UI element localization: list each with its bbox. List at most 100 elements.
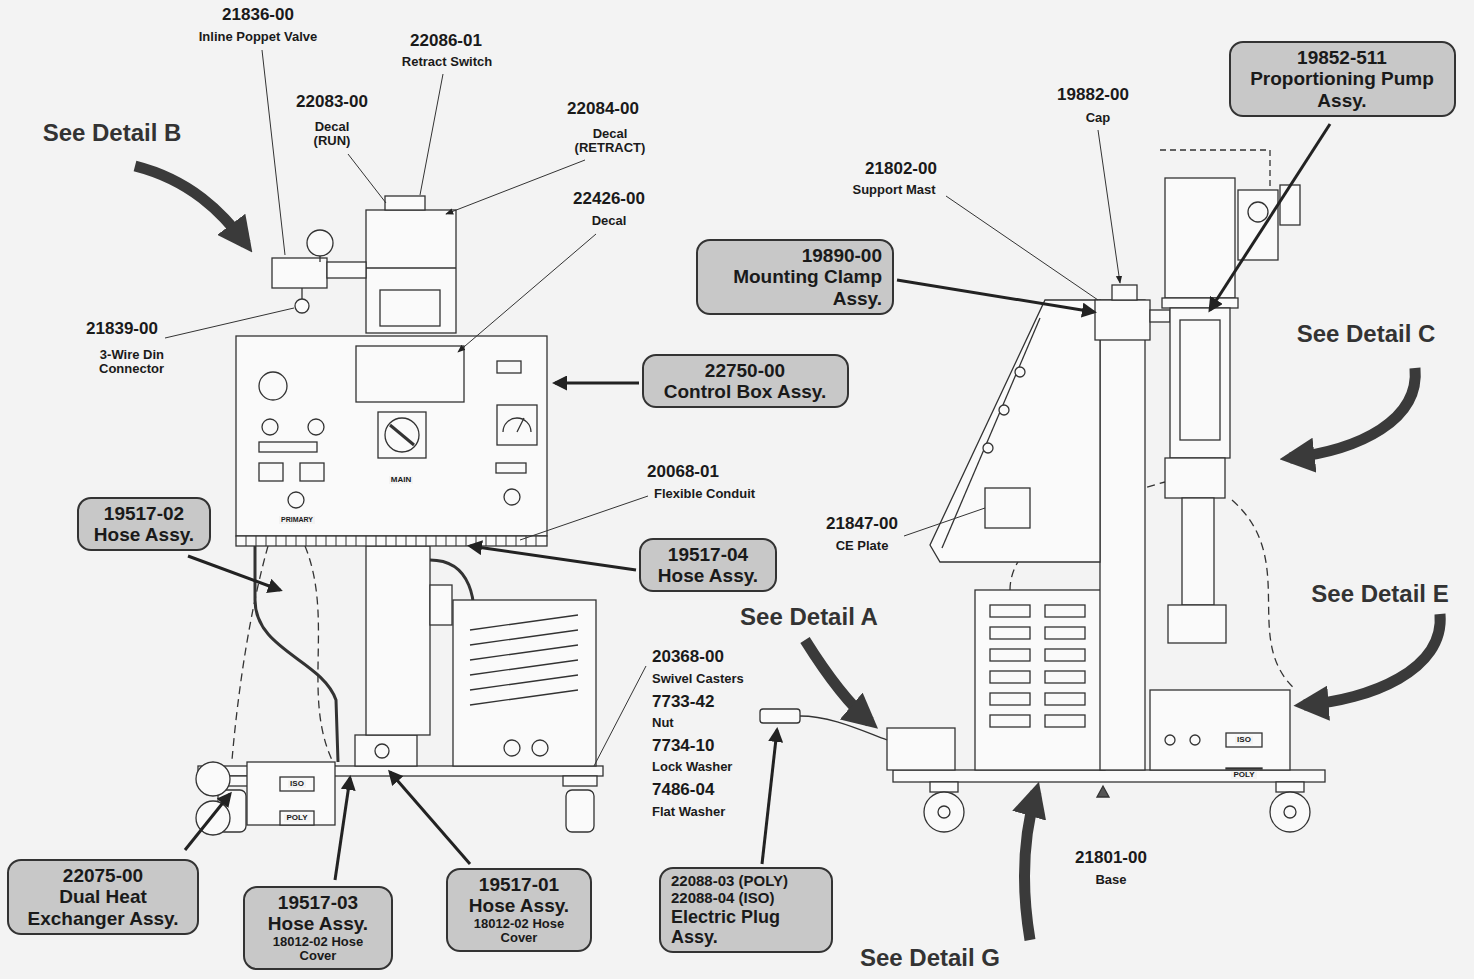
detail-callout: See Detail B: [41, 120, 184, 146]
part-number: 7734-10: [650, 737, 716, 756]
bracket: [1150, 310, 1170, 322]
callout-arrow: [897, 280, 1094, 312]
part-name: Lock Washer: [650, 760, 734, 774]
hour-meter: [497, 361, 521, 373]
heat-exchanger-box: [247, 762, 335, 825]
part-name: Nut: [650, 716, 676, 730]
leader-line: [420, 74, 443, 195]
switch-handle: [390, 425, 414, 445]
part-name: CE Plate: [834, 539, 891, 553]
callout-box: 19517-02Hose Assy.: [77, 497, 211, 552]
hose: [1232, 500, 1296, 690]
cable: [800, 716, 887, 740]
base-marker: [1097, 786, 1109, 797]
base-plate: [893, 770, 1325, 782]
pump-housing: [366, 210, 456, 333]
part-number: 22426-00: [571, 190, 647, 209]
part-number: 21839-00: [84, 320, 160, 339]
part-name: Flexible Conduit: [652, 487, 757, 501]
callout-box: 19517-04Hose Assy.: [639, 538, 777, 593]
louver: [1045, 605, 1085, 617]
pump-block: [1165, 458, 1225, 498]
part-name: 22088-04 (ISO): [671, 890, 821, 907]
part-number: 7486-04: [650, 781, 716, 800]
part-number: 19852-511: [1241, 47, 1444, 68]
push-button: [308, 419, 324, 435]
pump-window: [1180, 320, 1220, 440]
emergency-stop: [259, 372, 287, 400]
front-view: [196, 196, 603, 835]
din-connector: [295, 299, 309, 313]
part-name: 18012-02 Hose Cover: [458, 917, 580, 946]
label-plate: [280, 777, 314, 791]
part-name: Decal (RUN): [304, 120, 360, 149]
detail-arrow: [1304, 614, 1440, 705]
pump-body: [1170, 308, 1230, 458]
knob: [999, 405, 1009, 415]
callout-arrow: [390, 772, 470, 864]
filter: [430, 585, 452, 625]
detail-callout: See Detail E: [1309, 581, 1450, 607]
connector-stem: [301, 288, 302, 299]
part-number: 19517-01: [458, 874, 580, 895]
callout-box: 19852-511Proportioning Pump Assy.: [1229, 41, 1456, 117]
part-name: Cap: [1084, 111, 1113, 125]
cap: [1112, 285, 1137, 300]
part-number: 22075-00: [19, 865, 187, 886]
louvers: [470, 615, 578, 705]
part-name: Flat Washer: [650, 805, 727, 819]
push-button: [504, 489, 520, 505]
part-number: 22750-00: [654, 360, 837, 381]
housing-seam: [366, 267, 456, 268]
louver: [1045, 693, 1085, 705]
part-number: 22083-00: [294, 93, 370, 112]
callout-box: 19517-01Hose Assy.18012-02 Hose Cover: [446, 868, 592, 952]
caster-wheel: [566, 790, 594, 832]
panel-label: MAIN: [389, 476, 413, 485]
louver: [990, 649, 1030, 661]
housing-window: [380, 290, 440, 326]
fitting: [1165, 735, 1175, 745]
detail-arrow: [1290, 368, 1415, 458]
part-number: 22086-01: [408, 32, 484, 51]
detail-callout: See Detail C: [1295, 321, 1438, 347]
transformer-box: [975, 590, 1105, 770]
label-plate: [259, 442, 317, 452]
caster-hub: [938, 806, 950, 818]
callout-arrow: [335, 778, 350, 880]
fitting: [375, 744, 389, 758]
mounting-clamp: [1095, 300, 1150, 340]
part-name: 3-Wire Din Connector: [66, 348, 166, 377]
part-number: 21836-00: [220, 6, 296, 25]
louver: [1045, 627, 1085, 639]
fitting: [1190, 735, 1200, 745]
part-name: Retract Switch: [400, 55, 494, 69]
caster-wheel: [924, 792, 964, 832]
push-button: [262, 419, 278, 435]
leader-line: [458, 234, 596, 352]
temperature-controller: [259, 463, 283, 481]
part-name: Inline Poppet Valve: [197, 30, 319, 44]
fitting: [532, 740, 548, 756]
callout-box: 19890-00Mounting Clamp Assy.: [696, 239, 894, 315]
part-name: 18012-02 Hose Cover: [255, 935, 381, 964]
label-plate: [280, 811, 314, 825]
part-name: Decal (RETRACT): [567, 127, 653, 156]
detail-callout: See Detail A: [738, 604, 880, 630]
detail-arrow: [1025, 792, 1036, 940]
part-number: 7733-42: [650, 693, 716, 712]
part-name: Mounting Clamp Assy.: [708, 266, 882, 309]
hose: [305, 546, 335, 766]
ce-plate: [985, 488, 1030, 528]
leader-line: [165, 308, 294, 338]
pump-flange: [1162, 298, 1238, 308]
panel-label: ISO: [1235, 736, 1253, 745]
part-name: Hose Assy.: [255, 913, 381, 934]
leader-line: [946, 196, 1098, 300]
ammeter-dial: [503, 418, 531, 432]
leader-line: [348, 154, 386, 203]
label-plate: [496, 463, 526, 473]
callout-arrows: [185, 124, 1330, 880]
part-number: 21802-00: [863, 160, 939, 179]
part-number: 19517-02: [89, 503, 199, 524]
